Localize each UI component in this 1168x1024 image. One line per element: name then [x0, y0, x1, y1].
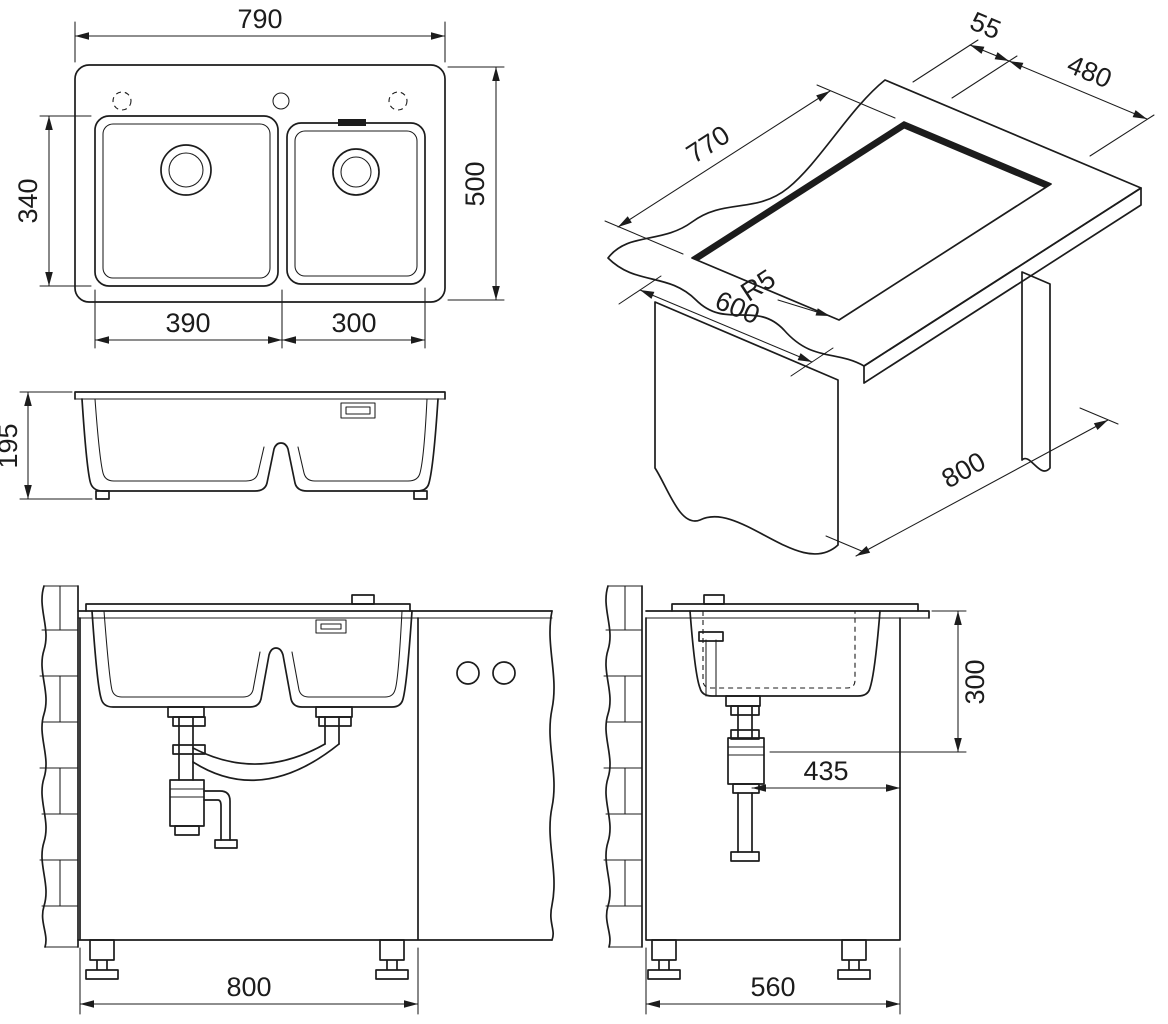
- cutout-wall-right: [898, 122, 1051, 188]
- rim-top: [74, 391, 446, 400]
- brick-courses: [39, 629, 79, 907]
- sink-body-inner: [94, 398, 428, 482]
- dim-line-cutout-width: [617, 90, 831, 228]
- dim-label-depth: 500: [460, 161, 490, 206]
- cabinet-side-left: [654, 301, 839, 555]
- ext-lines-cutout-width: [604, 84, 896, 255]
- dim-line-edge-gap: [969, 44, 1010, 62]
- outlet-flange: [214, 839, 238, 849]
- dim-label-bowl-left: 390: [165, 308, 210, 338]
- bottle-trap: [727, 737, 765, 785]
- profile-view: [74, 391, 446, 500]
- right-bowl: [286, 122, 426, 285]
- wall-torn-edge: [41, 585, 47, 948]
- dim-label-front-cabinet: 800: [226, 972, 271, 1002]
- brick-courses: [603, 629, 643, 907]
- cabinet-legs: [647, 939, 871, 980]
- sink-rim-outline: [74, 64, 446, 303]
- ext-lines-width: [74, 21, 446, 63]
- rim-fitting: [351, 594, 375, 605]
- tap-hole-center: [272, 92, 290, 110]
- bowl-section-outline: [689, 610, 881, 697]
- dim-label-height: 195: [0, 423, 23, 468]
- dim-line-worktop-depth: [639, 289, 813, 363]
- side-section: [603, 585, 930, 980]
- dim-label-install-depth: 300: [960, 659, 990, 704]
- worktop-top-face: [607, 79, 1142, 367]
- dim-label-trap-offset: 435: [803, 756, 848, 786]
- dim-label-width: 790: [237, 4, 282, 34]
- trap-nut-lines: [727, 746, 765, 756]
- sink-bowls-outline: [91, 610, 413, 708]
- trap-nut-lines: [169, 788, 205, 798]
- overflow-window-inner: [320, 623, 342, 630]
- dim-line-cutout-depth: [1008, 60, 1148, 120]
- front-section: [39, 585, 555, 980]
- hidden-bowl-outline: [702, 611, 856, 689]
- ext-lines-cutout-depth: [912, 39, 1155, 157]
- cabinet-box: [645, 617, 901, 941]
- iso-dimensions: 770 600 55 480 R5 800: [604, 6, 1155, 557]
- overflow-pipe: [705, 639, 717, 697]
- cabinet-legs: [85, 939, 409, 980]
- wall-caps: [43, 585, 79, 948]
- tap-hole-left: [112, 91, 132, 111]
- tap-hole-right: [388, 91, 408, 111]
- left-drain: [160, 144, 212, 196]
- cabinet-box: [77, 617, 553, 941]
- sink-body-outline: [81, 398, 439, 492]
- right-drain-inner: [340, 156, 372, 188]
- countertop-torn-edge: [549, 610, 555, 941]
- drain-nut: [725, 695, 761, 707]
- leader-radius: [777, 299, 831, 317]
- top-view-dimensions: 790 500 340 390 300: [13, 4, 505, 349]
- sink-rim: [85, 603, 411, 612]
- right-drain: [332, 148, 380, 196]
- tailpiece-and-outlet: [737, 705, 753, 853]
- connecting-hose: [192, 743, 340, 782]
- trap-cup: [174, 825, 200, 836]
- front-section-dimensions: 800: [79, 947, 419, 1015]
- sink-rim: [671, 603, 919, 612]
- dim-line-cabinet-width: [855, 419, 1109, 557]
- bottle-trap: [169, 779, 205, 827]
- mount-clips: [95, 490, 428, 500]
- countertop-top: [645, 610, 930, 619]
- overflow-window: [315, 619, 347, 634]
- rim-fitting: [703, 594, 725, 605]
- dim-label-bowl-right: 300: [331, 308, 376, 338]
- top-view: [74, 64, 446, 303]
- left-drain-inner: [168, 152, 204, 188]
- profile-dimensions: 195: [0, 391, 93, 500]
- side-section-dimensions: 300 435 560: [645, 610, 990, 1015]
- dim-label-cabinet-width: 800: [937, 446, 991, 494]
- cabinet-side-right: [1021, 271, 1051, 472]
- dim-label-bowl-front: 340: [13, 178, 43, 223]
- dim-label-cutout-width: 770: [681, 120, 735, 170]
- wall-torn-edge: [605, 585, 611, 948]
- overflow-nut: [698, 631, 724, 642]
- dim-label-cabinet-depth: 560: [750, 972, 795, 1002]
- overflow-box-inner: [345, 406, 371, 415]
- sink-bowls-inner: [103, 610, 403, 698]
- ext-lines-bowl-front: [39, 115, 92, 287]
- drain-nuts: [167, 706, 353, 718]
- ext-lines-install-depth: [769, 610, 967, 753]
- left-bowl: [94, 115, 279, 287]
- worktop-front-face: [863, 187, 1142, 384]
- waste-outlet: [203, 790, 231, 841]
- pipe-nuts: [730, 705, 760, 740]
- dim-label-edge-gap: 55: [966, 6, 1005, 45]
- knob-left: [456, 661, 480, 685]
- ext-lines-height: [19, 391, 93, 500]
- overflow-box: [340, 402, 376, 419]
- left-bowl-inner: [102, 123, 271, 279]
- outlet-flange: [730, 851, 760, 862]
- knob-right: [492, 661, 516, 685]
- right-bowl-inner: [294, 130, 418, 277]
